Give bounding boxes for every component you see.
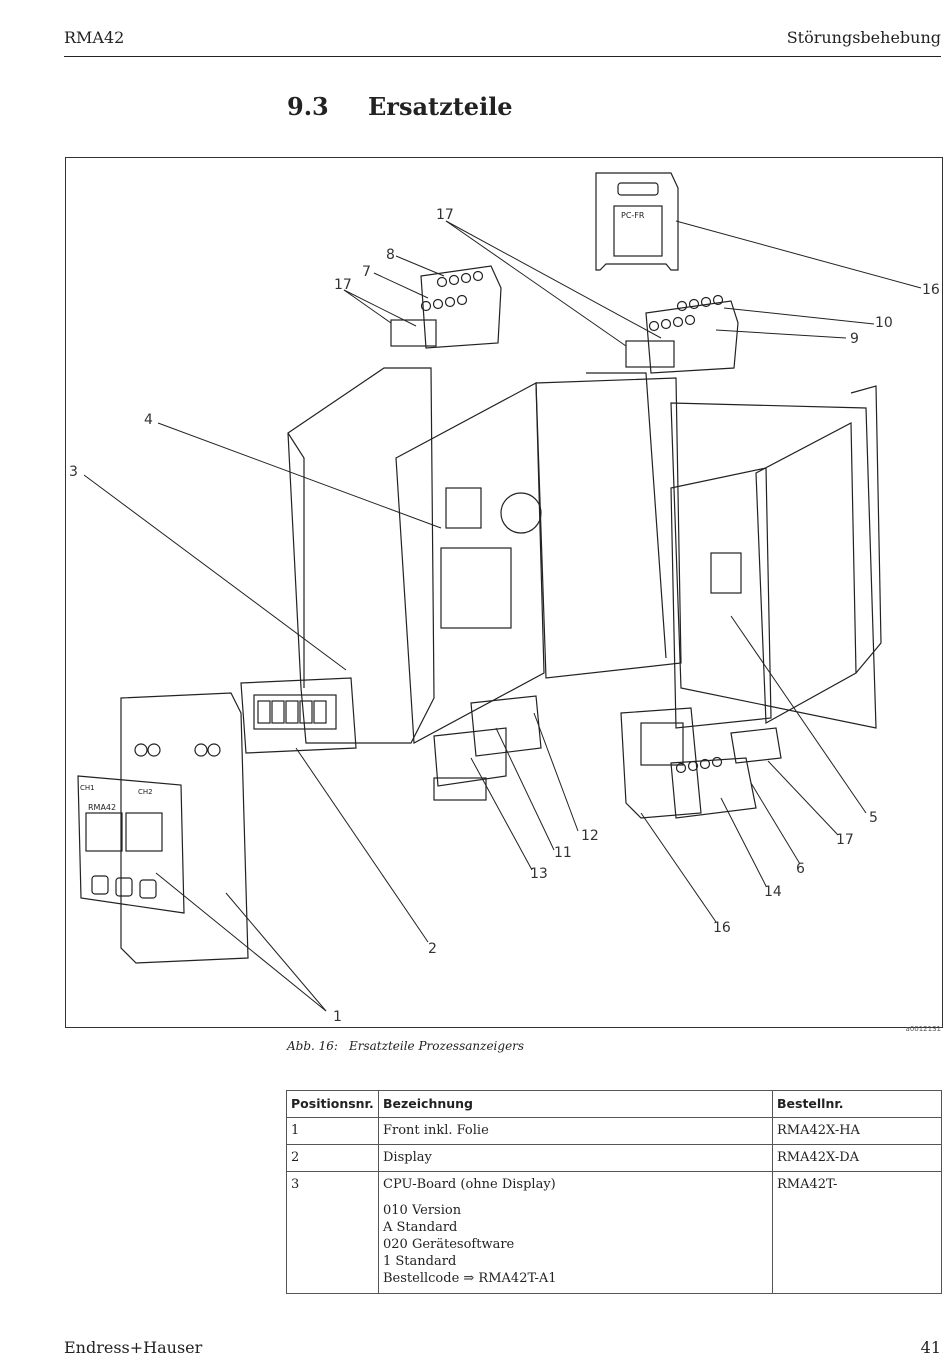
callout-2: 2 [428, 941, 437, 957]
device-ch2-label: CH2 [138, 788, 153, 796]
section-number: 9.3 [287, 92, 329, 121]
callout-16-top: 16 [922, 282, 940, 298]
mounting-clip-top [595, 172, 679, 271]
detail-line: 020 Gerätesoftware [383, 1237, 515, 1252]
callout-17-top: 17 [436, 207, 454, 223]
callout-1: 1 [333, 1009, 342, 1025]
callout-8: 8 [386, 247, 395, 263]
cell-position: 1 [286, 1117, 379, 1145]
cell-position: 3 [286, 1171, 379, 1294]
cell-description: Front inkl. Folie [378, 1117, 773, 1145]
device-ch1-label: CH1 [80, 784, 95, 792]
cell-description-title: CPU-Board (ohne Display) [383, 1177, 556, 1192]
callout-10: 10 [875, 315, 893, 331]
cell-position: 2 [286, 1144, 379, 1172]
cell-order-number: RMA42X-HA [772, 1117, 942, 1145]
figure-caption-text: Ersatzteile Prozessanzeigers [349, 1039, 525, 1053]
table-row: 2 Display RMA42X-DA [286, 1144, 942, 1172]
detail-line: 010 Version [383, 1203, 462, 1218]
detail-line: 1 Standard [383, 1254, 457, 1269]
detail-line: A Standard [383, 1220, 458, 1235]
cell-order-number: RMA42X-DA [772, 1144, 942, 1172]
cpu-board [395, 382, 545, 744]
front-frame [120, 692, 249, 964]
detail-line: Bestellcode ⇒ RMA42T-A1 [383, 1271, 557, 1286]
spare-parts-table: Positionsnr. Bezeichnung Bestellnr. 1 Fr… [286, 1090, 942, 1294]
callout-17-left: 17 [334, 277, 352, 293]
exploded-view-drawing: RMA42 CH1 CH2 PC-FR 17 8 7 17 16 10 9 4 … [69, 172, 940, 1025]
callout-3: 3 [69, 464, 78, 480]
callout-12: 12 [581, 828, 599, 844]
table-header-row: Positionsnr. Bezeichnung Bestellnr. [286, 1090, 942, 1118]
clip-pcfr-label: PC-FR [621, 211, 645, 220]
header-divider [64, 56, 941, 57]
header-product: RMA42 [64, 28, 125, 47]
callout-14: 14 [764, 884, 782, 900]
callout-4: 4 [144, 412, 153, 428]
callout-17-bottom: 17 [836, 832, 854, 848]
front-foil [77, 775, 185, 914]
callout-16-bottom: 16 [713, 920, 731, 936]
figure-id: a0012131 [905, 1025, 941, 1033]
callout-6: 6 [796, 861, 805, 877]
callout-5: 5 [869, 810, 878, 826]
housing-right [670, 402, 877, 729]
device-brand-label: RMA42 [88, 803, 116, 812]
callout-11: 11 [554, 845, 572, 861]
order-code-details: 010 Version A Standard 020 Gerätesoftwar… [383, 1202, 768, 1287]
column-header-position: Positionsnr. [286, 1090, 379, 1118]
section-title: Ersatzteile [368, 92, 513, 121]
housing-middle [535, 377, 682, 679]
table-row: 3 CPU-Board (ohne Display) 010 Version A… [286, 1171, 942, 1294]
cell-description: Display [378, 1144, 773, 1172]
table-row: 1 Front inkl. Folie RMA42X-HA [286, 1117, 942, 1145]
page-number: 41 [920, 1338, 941, 1357]
cell-description: CPU-Board (ohne Display) 010 Version A S… [378, 1171, 773, 1294]
mounting-clip-bottom [620, 707, 702, 819]
connector-left-top [420, 265, 502, 349]
column-header-description: Bezeichnung [378, 1090, 773, 1118]
figure-caption-label: Abb. 16: [287, 1039, 338, 1053]
exploded-view-figure: RMA42 CH1 CH2 PC-FR 17 8 7 17 16 10 9 4 … [65, 157, 943, 1028]
callout-9: 9 [850, 331, 859, 347]
connector-bottom-left [433, 727, 507, 787]
header-chapter: Störungsbehebung [786, 28, 941, 47]
housing-left [287, 367, 435, 744]
connector-bottom-right [670, 757, 757, 819]
callout-7: 7 [362, 264, 371, 280]
footer-company: Endress+Hauser [64, 1338, 203, 1357]
cell-order-number: RMA42T- [772, 1171, 942, 1294]
column-header-order-number: Bestellnr. [772, 1090, 942, 1118]
callout-13: 13 [530, 866, 548, 882]
display-unit [240, 677, 357, 754]
connector-right-top [645, 300, 739, 374]
